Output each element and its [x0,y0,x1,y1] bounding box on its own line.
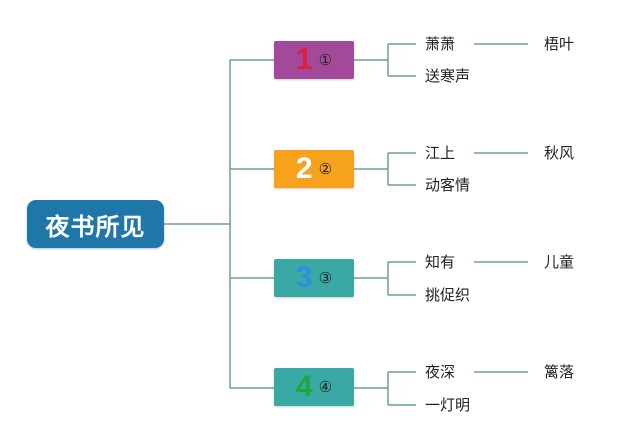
sub-leaf-node: 儿童 [544,253,575,271]
leaf-node: 萧萧 [425,35,456,53]
sub-leaf-node: 梧叶 [544,35,575,53]
sub-leaf-node: 秋风 [544,144,575,162]
leaf-connector-3 [354,261,416,296]
leaf-connector-2 [354,152,416,186]
branch-circled-number: ③ [318,269,333,287]
branch-number: 2 [295,152,313,185]
branch-circled-number: ① [318,51,333,69]
branch-number: 1 [295,43,313,76]
root-node: 夜书所见 [27,200,164,248]
leaf-node: 一灯明 [425,396,471,414]
leaf-connector-4 [354,371,416,406]
branch-number: 3 [295,261,313,294]
leaf-connector-1 [354,43,416,77]
leaf-node: 送寒声 [425,67,471,85]
leaf-node: 夜深 [425,363,456,381]
leaf-node: 动客情 [425,176,471,194]
leaf-node: 挑促织 [425,286,471,304]
branch-node-4: 4 ④ [274,368,354,406]
branch-circled-number: ④ [318,378,333,396]
leaf-node: 江上 [425,144,456,162]
branch-node-1: 1 ① [274,41,354,79]
root-label: 夜书所见 [45,212,146,241]
branch-number: 4 [295,370,313,403]
leaf-node: 知有 [425,253,456,271]
sub-leaf-node: 篱落 [544,363,575,381]
branch-node-3: 3 ③ [274,259,354,297]
branch-circled-number: ② [318,160,333,178]
branch-node-2: 2 ② [274,150,354,188]
